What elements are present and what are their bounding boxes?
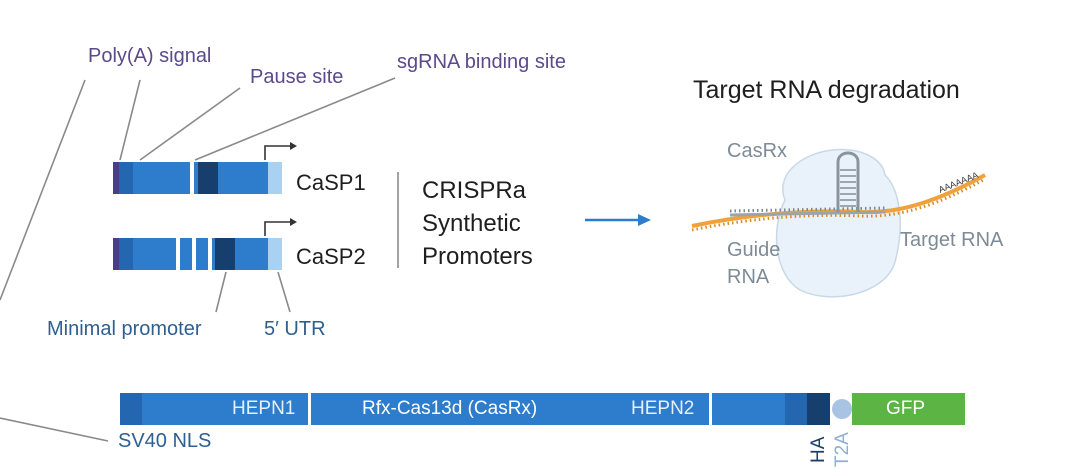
crispra-title-line2: Synthetic <box>422 210 521 237</box>
casp2-label: CaSP2 <box>296 244 366 269</box>
casp1-utr-segment <box>268 162 282 194</box>
target-rna-label: Target RNA <box>900 229 1004 251</box>
polya-long-leader <box>0 79 86 301</box>
ha-segment <box>807 393 830 425</box>
target-rna-ticks <box>691 177 986 232</box>
guide-rna-ticks <box>729 206 886 213</box>
target-degradation-title: Target RNA degradation <box>693 76 960 104</box>
minimal-promoter-leader <box>215 271 227 313</box>
sgrna-leader <box>194 77 396 161</box>
ha-label: HA <box>808 436 829 463</box>
t2a-marker <box>832 399 852 419</box>
polya-leader <box>119 79 141 161</box>
casp1-bar <box>113 142 297 194</box>
casp1-sgrna-segment <box>198 162 218 194</box>
casp2-pause-segment <box>119 238 133 270</box>
casp2-core-segment <box>215 238 235 270</box>
casp1-polya-segment <box>113 162 119 194</box>
gfp-label: GFP <box>886 398 926 419</box>
casrx-protein-shape <box>775 148 901 298</box>
casp1-pause-segment <box>119 162 133 194</box>
casp1-tss-arrow <box>264 145 290 160</box>
casrx-label: CasRx <box>727 140 788 162</box>
casp2-gap-2 <box>192 238 196 270</box>
casp2-body <box>113 238 268 270</box>
utr-leader <box>277 271 291 313</box>
utr-label: 5′ UTR <box>264 318 326 340</box>
hepn2-divider <box>709 393 712 425</box>
guide-rna-hairpin <box>836 151 860 212</box>
casp2-tss-arrow <box>264 221 290 236</box>
minimal-promoter-label: Minimal promoter <box>47 318 202 340</box>
casp2-bar <box>113 218 297 270</box>
casrx-complex: AAAAAAA <box>691 148 986 298</box>
casp1-gap <box>190 162 194 194</box>
casp2-gap-1 <box>176 238 180 270</box>
guide-rna-strand <box>729 210 886 217</box>
casp2-arrowhead <box>290 218 297 226</box>
hepn2-label: HEPN2 <box>631 398 695 419</box>
process-arrow <box>585 214 651 226</box>
pause-label: Pause site <box>250 66 344 88</box>
nls-segment <box>120 393 142 425</box>
cas13d-construct <box>120 393 965 425</box>
casp1-arrowhead <box>290 142 297 150</box>
casp2-polya-segment <box>113 238 119 270</box>
cas13d-name-label: Rfx-Cas13d (CasRx) <box>362 398 538 419</box>
crispra-title-line3: Promoters <box>422 243 533 270</box>
nls-leader <box>0 417 109 442</box>
casp2-gap-3 <box>208 238 212 270</box>
gfp-segment <box>852 393 965 425</box>
guide-rna-label-line1: Guide <box>727 239 781 261</box>
sv40-nls-label: SV40 NLS <box>118 430 212 452</box>
leader-lines <box>0 77 399 442</box>
hepn1-divider <box>308 393 311 425</box>
guide-rna-label-line2: RNA <box>727 266 770 288</box>
hairpin-rungs <box>840 169 856 207</box>
polya-label: Poly(A) signal <box>88 45 212 67</box>
casp1-label: CaSP1 <box>296 170 366 195</box>
nls-c-segment <box>785 393 807 425</box>
crispra-title-line1: CRISPRa <box>422 177 527 204</box>
casp2-utr-segment <box>268 238 282 270</box>
sgrna-site-label: sgRNA binding site <box>397 51 566 73</box>
t2a-label: T2A <box>832 432 853 467</box>
pause-leader <box>139 87 241 161</box>
hepn1-label: HEPN1 <box>232 398 296 419</box>
process-arrowhead <box>638 214 651 226</box>
